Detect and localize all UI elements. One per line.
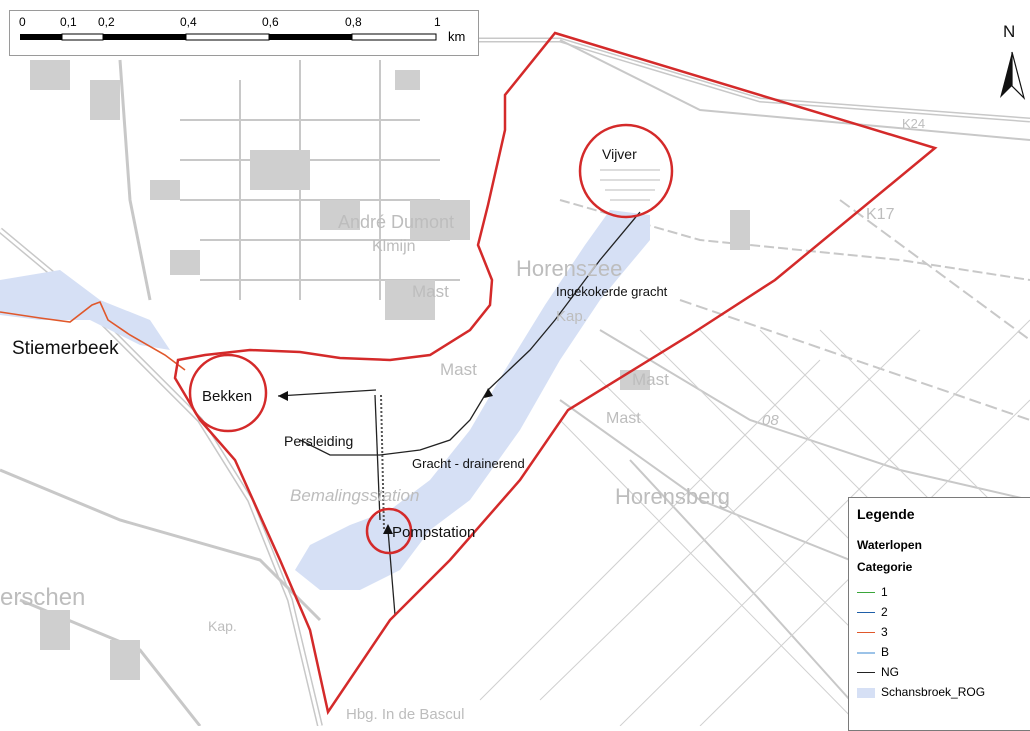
- legend-subgroup: Categorie: [857, 560, 913, 574]
- legend-swatch: [857, 672, 875, 674]
- scale-tick-0-1: 0,1: [60, 15, 77, 29]
- basemap-label-klmijn: Klmijn: [372, 238, 416, 255]
- vijver-pond: [600, 169, 660, 201]
- basemap-label-08: 08: [762, 412, 779, 429]
- basemap-label-mast-1: Mast: [412, 282, 449, 301]
- label-persleiding: Persleiding: [284, 433, 354, 449]
- basemap-label-kap-2: Kap.: [208, 618, 237, 634]
- scale-tick-0-2: 0,2: [98, 15, 115, 29]
- label-gracht-drainerend: Gracht - drainerend: [412, 456, 525, 471]
- basemap-buildings: [30, 60, 750, 680]
- scale-tick-0-6: 0,6: [262, 15, 279, 29]
- legend-label: 3: [881, 625, 888, 639]
- legend-swatch: [857, 612, 875, 614]
- legend-item-1: 1: [857, 585, 888, 599]
- label-bekken: Bekken: [202, 388, 253, 405]
- legend-swatch: [857, 632, 875, 634]
- flow-arrow-icon: [484, 388, 493, 398]
- basemap-label-mast-3: Mast: [632, 370, 669, 389]
- label-pompstation: Pompstation: [392, 524, 476, 541]
- scale-tick-0-4: 0,4: [180, 15, 197, 29]
- bekken-circle: [188, 353, 268, 433]
- basemap-label-k17: K17: [866, 206, 895, 223]
- legend-title: Legende: [857, 506, 915, 522]
- legend-swatch: [857, 687, 875, 698]
- legend-swatch: [857, 651, 875, 654]
- map-legend: Legende Waterlopen Categorie 1 2 3 B NG …: [848, 497, 1030, 731]
- flow-arrow-icon: [383, 524, 393, 534]
- legend-item-schansbroek: Schansbroek_ROG: [857, 685, 985, 699]
- basemap-label-k24: K24: [902, 116, 926, 131]
- legend-label: NG: [881, 665, 899, 679]
- stiemerbeek-stream: [0, 300, 186, 371]
- legend-swatch: [857, 592, 875, 594]
- scale-tick-0: 0: [19, 15, 26, 29]
- label-vijver: Vijver: [602, 146, 637, 162]
- study-area-boundary: [173, 31, 938, 716]
- scale-tick-1: 1: [434, 15, 441, 29]
- legend-group: Waterlopen: [857, 538, 922, 552]
- ng-waterways: [277, 211, 641, 616]
- basemap-label-erschen: erschen: [0, 584, 86, 611]
- basemap-label-horenszee: Horenszee: [516, 256, 623, 281]
- basemap-label-andre-dumont: André Dumont: [338, 212, 455, 232]
- basemap-label-mast-4: Mast: [606, 410, 641, 427]
- basemap-label-mast-2: Mast: [440, 360, 477, 379]
- north-label: N: [1003, 22, 1016, 41]
- north-arrow-icon: [1000, 51, 1026, 100]
- basemap-label-hbg: Hbg. In de Bascul: [346, 706, 465, 723]
- legend-label: B: [881, 645, 890, 659]
- legend-item-ng: NG: [857, 665, 899, 679]
- scale-tick-0-8: 0,8: [345, 15, 362, 29]
- vijver-circle: [578, 123, 674, 219]
- legend-label: Schansbroek_ROG: [881, 685, 986, 699]
- label-ingekokerde-gracht: Ingekokerde gracht: [556, 284, 668, 299]
- scale-unit: km: [448, 29, 466, 44]
- legend-label: 2: [881, 605, 888, 619]
- flow-arrow-icon: [278, 391, 288, 401]
- pompstation-circle: [365, 507, 413, 555]
- basemap-label-bemalingsstation: Bemalingsstation: [290, 486, 420, 505]
- label-stiemerbeek: Stiemerbeek: [12, 338, 119, 359]
- legend-item-b: B: [857, 645, 889, 659]
- basemap-label-horensberg: Horensberg: [615, 484, 730, 509]
- legend-item-2: 2: [857, 605, 888, 619]
- legend-item-3: 3: [857, 625, 888, 639]
- scale-bar: 0 0,1 0,2 0,4 0,6 0,8 1 km: [9, 10, 479, 56]
- scale-bar-graphic: [20, 33, 437, 41]
- legend-label: 1: [881, 585, 888, 599]
- persleiding-line: [380, 394, 385, 531]
- basemap-label-kap-1: Kap.: [556, 308, 587, 325]
